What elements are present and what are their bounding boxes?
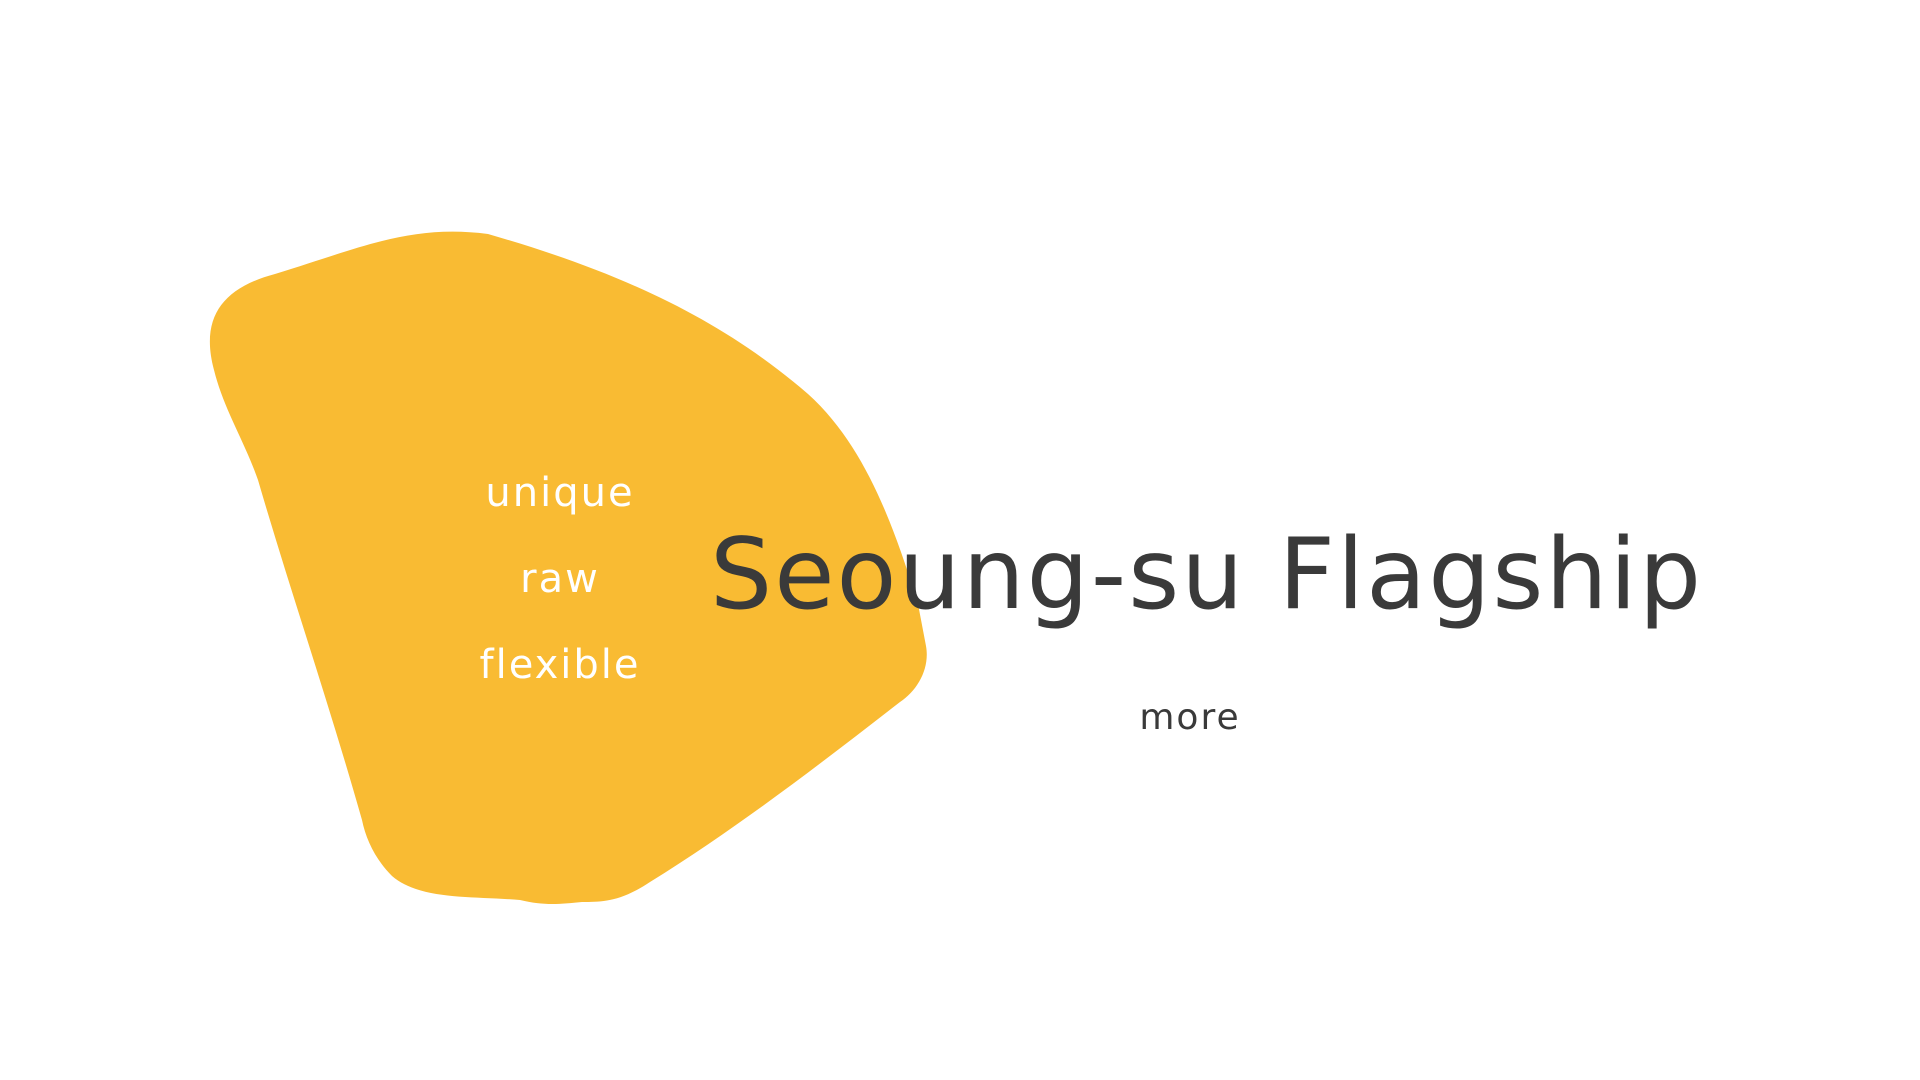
keyword-flexible: flexible [479,642,641,688]
keyword-raw: raw [520,556,600,602]
keyword-unique: unique [485,470,635,516]
keyword-list: unique raw flexible [440,450,680,708]
more-link[interactable]: more [1139,697,1241,738]
page-title: Seoung-su Flagship [710,518,1704,632]
